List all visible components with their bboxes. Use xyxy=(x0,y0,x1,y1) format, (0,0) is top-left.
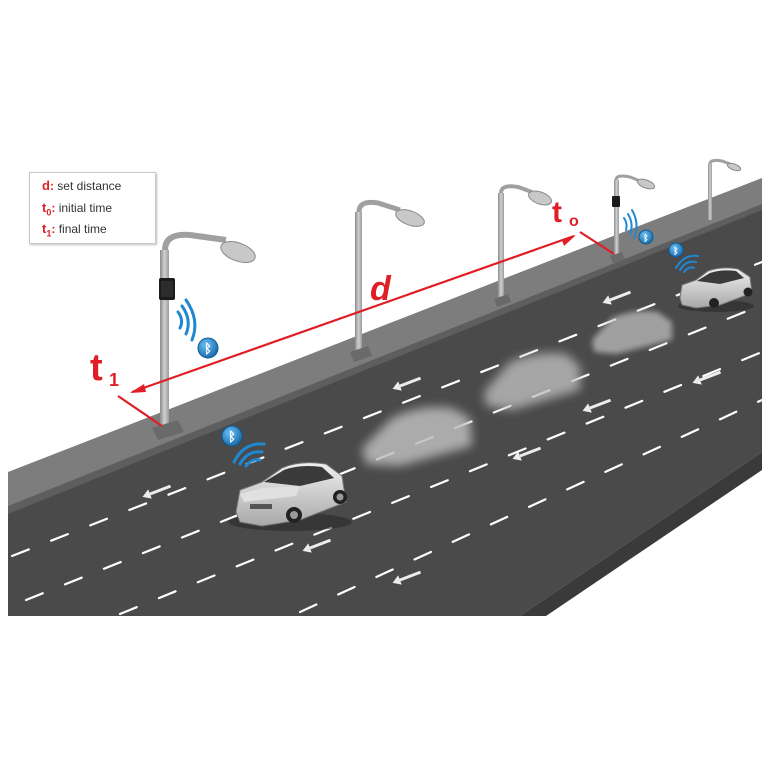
legend-symbol-t1: t xyxy=(42,221,47,236)
distance-arrowheads xyxy=(130,235,576,393)
car-far xyxy=(678,267,754,312)
legend-symbol-d: d xyxy=(42,178,50,193)
bluetooth-icon: ᛒ xyxy=(668,242,684,258)
legend-symbol-t0: t xyxy=(42,200,47,215)
legend-text-d: set distance xyxy=(57,179,122,193)
road xyxy=(8,210,762,616)
signal-waves-sensor-far xyxy=(623,209,638,239)
bluetooth-icon: ᛒ xyxy=(221,425,243,447)
bluetooth-symbol: ᛒ xyxy=(643,233,648,244)
legend-sub-t0: 0 xyxy=(46,207,52,218)
legend-row-distance: d: set distance xyxy=(42,178,122,193)
t0-label: t xyxy=(552,196,562,229)
t0-subscript: o xyxy=(569,213,579,230)
street-lamp-mid xyxy=(350,199,425,362)
legend-row-t0: t0: initial time xyxy=(42,200,113,218)
direction-arrows xyxy=(142,290,722,585)
signal-waves-car-far xyxy=(675,254,699,273)
t1-subscript: 1 xyxy=(109,370,119,390)
t1-label: t xyxy=(90,347,103,389)
legend-row-t1: t1: final time xyxy=(42,221,107,239)
signal-waves-car-near xyxy=(232,442,266,468)
car-near xyxy=(228,462,352,531)
legend-text-t0: initial time xyxy=(58,201,113,215)
bluetooth-symbol: ᛒ xyxy=(204,342,212,357)
distance-label: d xyxy=(370,270,392,308)
bluetooth-icon: ᛒ xyxy=(197,337,219,359)
street-lamp-far xyxy=(494,184,552,307)
bluetooth-icon: ᛒ xyxy=(638,229,654,245)
distance-line xyxy=(117,231,615,427)
bluetooth-symbol: ᛒ xyxy=(673,246,678,257)
legend-text-t1: final time xyxy=(58,222,107,236)
street-lamp-sensor-far xyxy=(610,174,656,263)
legend: d: set distance t0: initial time t1: fin… xyxy=(29,172,156,244)
sidewalk xyxy=(8,178,762,515)
street-lamp-near xyxy=(152,231,256,440)
legend-sub-t1: 1 xyxy=(46,228,52,239)
street-lamp-farthest xyxy=(708,158,742,220)
bluetooth-symbol: ᛒ xyxy=(228,430,236,445)
signal-waves-sensor-near xyxy=(176,298,197,342)
motion-blur-cars xyxy=(362,310,672,466)
